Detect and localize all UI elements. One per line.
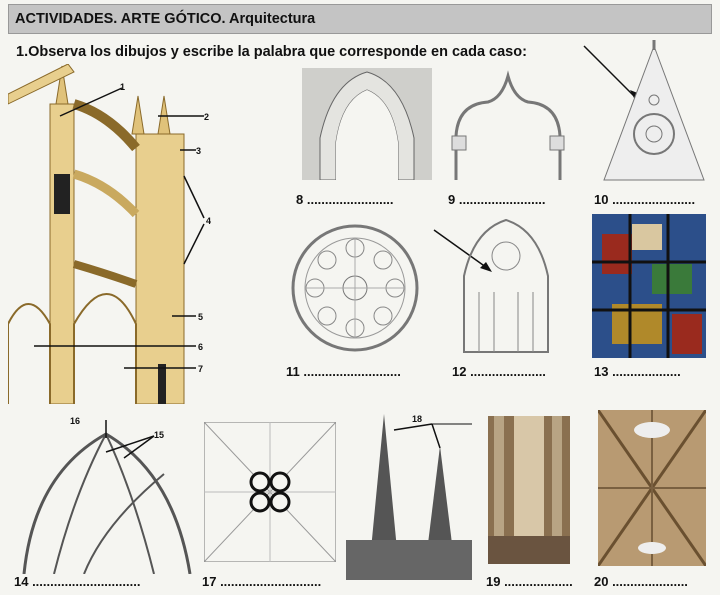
instruction-text: 1.Observa los dibujos y escribe la palab… bbox=[16, 44, 527, 60]
tracery-window-image bbox=[430, 216, 550, 356]
diagram-number-3: 3 bbox=[196, 146, 202, 156]
star-vault-image bbox=[204, 422, 336, 562]
diagram-number-5: 5 bbox=[198, 312, 204, 322]
buttress-diagram bbox=[8, 64, 288, 404]
pinnacle-number-18: 18 bbox=[412, 414, 423, 424]
pointed-arch-image bbox=[302, 68, 432, 180]
pillar-photo bbox=[488, 416, 570, 564]
answer-12[interactable]: 12 ..................... bbox=[452, 364, 546, 379]
diagram-number-2: 2 bbox=[204, 112, 210, 122]
vault-number-16: 16 bbox=[70, 416, 81, 426]
spires-image bbox=[344, 410, 474, 580]
answer-10[interactable]: 10 ....................... bbox=[594, 192, 696, 207]
diagram-number-6: 6 bbox=[198, 342, 204, 352]
header-bar: ACTIVIDADES. ARTE GÓTICO. Arquitectura bbox=[8, 4, 712, 34]
answer-11[interactable]: 11 ........................... bbox=[286, 364, 401, 379]
answer-8[interactable]: 8 ........................ bbox=[296, 192, 394, 207]
header-title: ACTIVIDADES. ARTE GÓTICO. Arquitectura bbox=[15, 11, 316, 27]
gable-image bbox=[582, 40, 706, 184]
stained-glass-image bbox=[592, 214, 706, 358]
answer-14[interactable]: 14 .............................. bbox=[14, 574, 141, 589]
answer-9[interactable]: 9 ........................ bbox=[448, 192, 546, 207]
rose-window-image bbox=[290, 218, 420, 358]
diagram-number-4: 4 bbox=[206, 216, 212, 226]
answer-13[interactable]: 13 ................... bbox=[594, 364, 681, 379]
diagram-number-7: 7 bbox=[198, 364, 204, 374]
ribbed-vault-image bbox=[14, 414, 194, 574]
answer-17[interactable]: 17 ............................ bbox=[202, 574, 322, 589]
diagram-number-1: 1 bbox=[120, 82, 126, 92]
ogee-arch-image bbox=[448, 68, 568, 180]
answer-20[interactable]: 20 ..................... bbox=[594, 574, 688, 589]
answer-19[interactable]: 19 ................... bbox=[486, 574, 573, 589]
vault-number-15: 15 bbox=[154, 430, 165, 440]
vault-ceiling-photo bbox=[598, 410, 706, 566]
